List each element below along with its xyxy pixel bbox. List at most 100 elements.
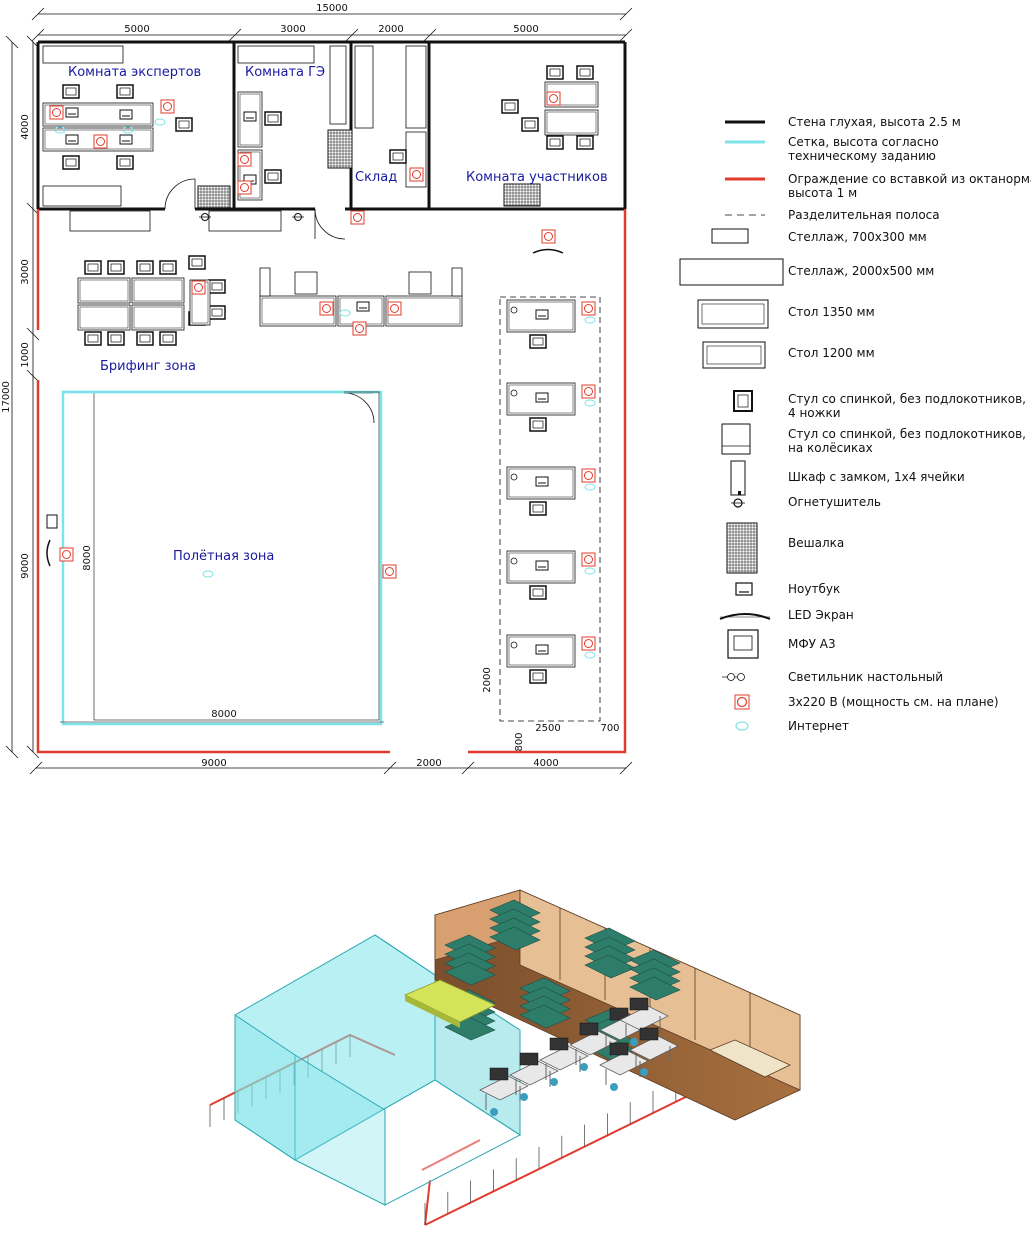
socket-icon: [546, 91, 561, 106]
chair-icon: [136, 260, 154, 275]
laptop-icon: [243, 111, 257, 122]
chair-icon: [208, 305, 226, 320]
chair-icon: [159, 331, 177, 346]
socket-icon: [382, 564, 397, 579]
table-icon: [131, 277, 185, 304]
desk-lamp-icon: [510, 641, 518, 649]
chair-icon: [529, 585, 547, 600]
dim-ws-gap: 700: [600, 723, 619, 734]
legend-row: Стеллаж, 700х300 мм: [711, 228, 927, 244]
mfp-icon: [46, 514, 58, 529]
internet-icon: [54, 126, 66, 134]
laptop-icon: [65, 107, 79, 118]
legend-row: Стена глухая, высота 2.5 м: [725, 115, 961, 129]
rack-icon: [405, 45, 427, 129]
rack-icon: [451, 267, 463, 297]
chair-icon: [107, 331, 125, 346]
legend-label: Стул со спинкой, без подлокотников,: [788, 392, 1026, 406]
legend-label: Разделительная полоса: [788, 208, 940, 222]
mfp-icon: [727, 629, 759, 659]
chair-icon: [529, 417, 547, 432]
iso-chair: [640, 1068, 648, 1076]
legend-label: Стол 1200 мм: [788, 346, 875, 360]
internet-icon: [202, 570, 214, 578]
legend-row: Шкаф с замком, 1х4 ячейки: [730, 460, 965, 496]
socket-icon: [237, 180, 252, 195]
legend-row: Светильник настольный: [722, 670, 943, 684]
chair-icon: [84, 331, 102, 346]
table-1200-icon: [702, 341, 766, 369]
internet-icon: [584, 567, 596, 575]
rack-icon: [329, 45, 347, 125]
dim-bottom-1: 9000: [201, 758, 226, 769]
chair-icon: [175, 117, 193, 132]
chair-icon: [116, 84, 134, 99]
iso-desk: [619, 997, 669, 1046]
rack-icon: [208, 210, 282, 232]
legend-row: Стол 1200 мм: [702, 341, 875, 369]
chair-icon: [546, 135, 564, 150]
hanger-icon: [726, 522, 758, 574]
iso-chair: [630, 1038, 638, 1046]
legend-label: высота 1 м: [788, 186, 857, 200]
desk-lamp-icon: [510, 389, 518, 397]
shelf-unit: [444, 934, 496, 986]
iso-flight-cage: [234, 934, 521, 1206]
legend-row: Стол 1350 мм: [697, 299, 875, 329]
legend-label: 4 ножки: [788, 406, 841, 420]
dim-ws-depth: 2500: [535, 723, 560, 734]
dim-top-total: 15000: [316, 3, 348, 14]
legend-label: МФУ А3: [788, 637, 836, 651]
socket-icon: [581, 636, 596, 651]
dim-top-2: 3000: [280, 24, 305, 35]
chair-icon: [62, 155, 80, 170]
legend-label: Стеллаж, 2000х500 мм: [788, 264, 934, 278]
desk-lamp-icon: [510, 306, 518, 314]
socket-icon: [93, 134, 108, 149]
extinguisher-icon: [731, 498, 745, 508]
internet-icon: [584, 483, 596, 491]
furniture-layer: [42, 45, 599, 684]
laptop-icon: [65, 134, 79, 145]
isometric-view: [209, 889, 801, 1226]
rack-icon: [294, 271, 318, 295]
legend-label: на колёсиках: [788, 441, 873, 455]
chair-icon: [264, 169, 282, 184]
socket-icon: [409, 167, 424, 182]
led-screen-icon: [532, 248, 564, 254]
table-icon: [544, 109, 599, 136]
internet-icon: [584, 316, 596, 324]
legend-label: Светильник настольный: [788, 670, 943, 684]
socket-icon: [49, 105, 64, 120]
shelf-unit: [584, 927, 636, 979]
room-label-experts: Комната экспертов: [68, 65, 201, 80]
room-label-briefing: Брифинг зона: [100, 359, 196, 374]
rack-icon: [42, 45, 124, 64]
chair-icon: [389, 149, 407, 164]
iso-briefing-tables: [404, 979, 496, 1028]
table-icon: [77, 304, 131, 331]
chair-icon: [264, 111, 282, 126]
extinguisher-icon: [292, 213, 304, 221]
iso-chair: [490, 1108, 498, 1116]
legend-label: Огнетушитель: [788, 495, 881, 509]
workstation-zone: [499, 296, 601, 722]
solid-walls: [36, 40, 627, 211]
dim-left-4: 9000: [20, 553, 31, 578]
internet-icon: [122, 126, 134, 134]
dim-flight-width: 8000: [211, 709, 236, 720]
room-label-storage: Склад: [355, 170, 397, 185]
socket-icon: [350, 210, 365, 225]
chair-icon: [136, 331, 154, 346]
laptop-icon: [535, 476, 549, 487]
legend-row: LED Экран: [719, 608, 854, 622]
legend-row: 3х220 В (мощность см. на плане): [734, 694, 999, 710]
chair-icon: [576, 135, 594, 150]
dim-left-2: 3000: [20, 259, 31, 284]
rack-icon: [259, 267, 271, 297]
dim-ws-row: 2000: [482, 667, 493, 692]
chair-icon: [529, 501, 547, 516]
chair-icon: [501, 99, 519, 114]
socket-icon: [581, 552, 596, 567]
